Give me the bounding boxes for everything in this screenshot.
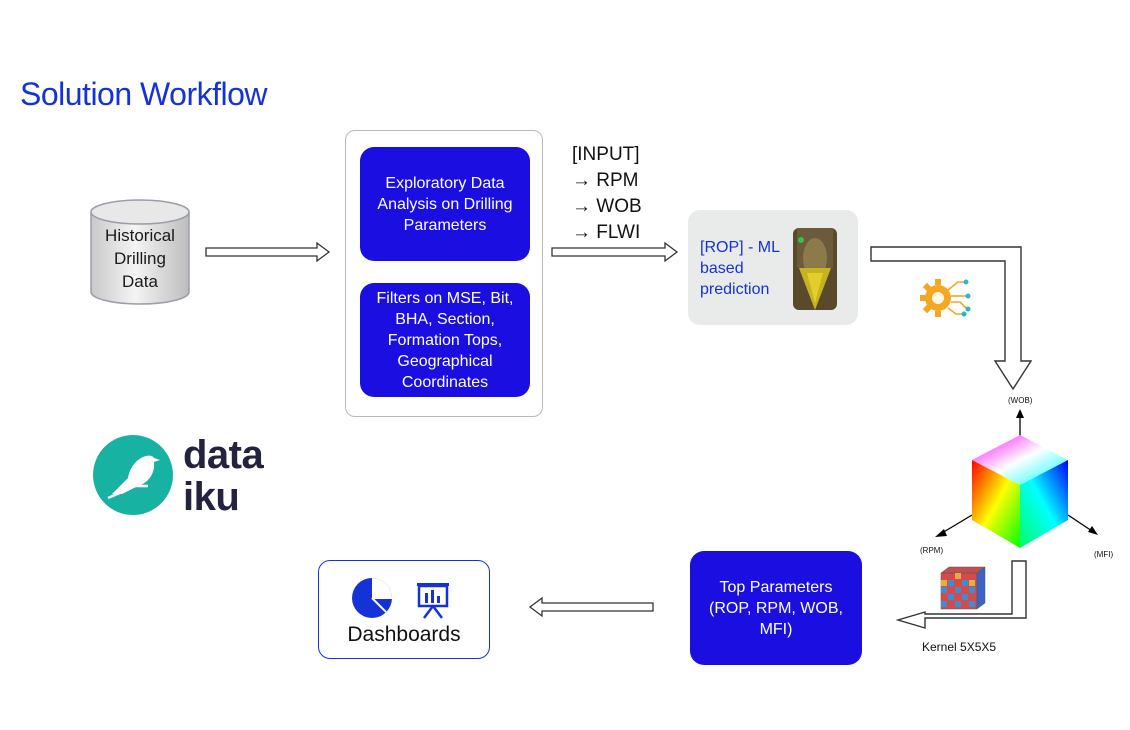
input-list: [INPUT] → RPM → WOB → FLWI [572, 142, 642, 246]
kernel-cube-icon [940, 566, 986, 610]
kernel-label: Kernel 5X5X5 [922, 640, 997, 654]
color-cube-icon [935, 409, 1098, 548]
dataiku-wordmark: data iku [183, 433, 264, 519]
page-title: Solution Workflow [20, 76, 268, 112]
dataiku-bird-logo-icon [93, 435, 173, 515]
input-item-rpm: → RPM [572, 170, 639, 191]
arrow-left-icon [528, 596, 654, 618]
top-parameters-box: Top Parameters (ROP, RPM, WOB, MFI) [690, 551, 862, 665]
input-header: [INPUT] [572, 144, 640, 165]
eda-box: Exploratory Data Analysis on Drilling Pa… [360, 147, 530, 261]
input-item-wob: → WOB [572, 196, 642, 217]
presentation-chart-icon [417, 583, 449, 619]
database-cylinder-icon [90, 199, 190, 305]
pie-chart-icon [352, 578, 392, 618]
arrow-right-icon [205, 241, 331, 263]
input-item-flwi: → FLWI [572, 222, 641, 243]
axis-label-mfi: (MFI) [1094, 550, 1114, 559]
historical-drilling-data-label: Historical Drilling Data [105, 226, 175, 291]
filters-box: Filters on MSE, Bit, BHA, Section, Forma… [360, 283, 530, 397]
prediction-label: [ROP] - ML based prediction [700, 239, 781, 298]
axis-label-rpm: (RPM) [920, 546, 944, 555]
arrow-right-icon [551, 241, 679, 263]
arrow-elbow-down-icon [870, 246, 1033, 391]
dashboards-label: Dashboards [347, 623, 461, 646]
drill-bit-photo-icon [793, 228, 837, 310]
ai-gear-icon [920, 279, 971, 317]
dashboards-box [318, 560, 490, 659]
axis-label-wob: (WOB) [1008, 396, 1033, 405]
arrow-elbow-left-icon [895, 560, 1027, 629]
